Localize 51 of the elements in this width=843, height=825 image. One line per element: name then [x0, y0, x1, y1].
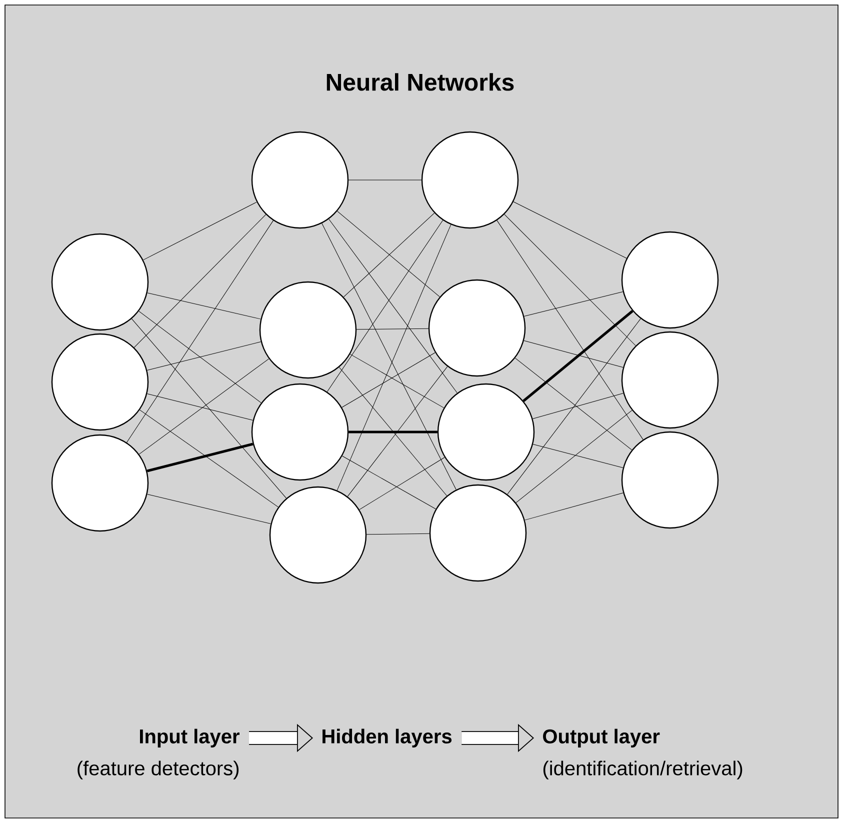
connection-line: [138, 358, 270, 454]
connection-line: [348, 430, 438, 434]
connection-line: [146, 342, 262, 370]
neuron-circle: [621, 331, 719, 429]
neuron-circle: [251, 383, 349, 481]
connection-line: [322, 223, 456, 490]
neuron-circle: [251, 131, 349, 229]
connection-line: [516, 410, 632, 503]
connection-line: [524, 492, 624, 520]
connection-line: [146, 394, 254, 420]
connection-line: [342, 352, 436, 408]
connection-line: [138, 310, 262, 404]
neuron-circle: [421, 131, 519, 229]
connection-line: [134, 214, 266, 348]
connection-line: [350, 354, 444, 408]
connection-line: [342, 456, 436, 510]
neuron-circle: [429, 484, 527, 582]
layer-label: Input layer (feature detectors): [78, 728, 240, 780]
neuron-circle: [259, 281, 357, 379]
connection-line: [146, 442, 254, 472]
neuron-circle: [269, 486, 367, 584]
neuron-circle: [51, 233, 149, 331]
neuron-circle: [51, 434, 149, 532]
connection-line: [147, 494, 271, 524]
connection-line: [140, 410, 278, 508]
connection-line: [532, 392, 624, 420]
connection-line: [496, 220, 644, 440]
connection-line: [513, 201, 627, 258]
layer-label: Hidden layers: [322, 728, 452, 748]
neuron-circle: [621, 231, 719, 329]
neuron-circle: [437, 383, 535, 481]
title: Neural Networks: [326, 73, 514, 91]
neuron-circle: [51, 333, 149, 431]
connection-line: [522, 310, 634, 402]
connection-line: [507, 318, 641, 495]
neuron-circle: [428, 279, 526, 377]
connection-line: [366, 533, 430, 535]
connection-line: [524, 340, 624, 368]
layer-label: Output layer (identification/retrieval): [543, 728, 742, 780]
connection-line: [514, 358, 632, 450]
connection-line: [504, 214, 636, 346]
connection-line: [356, 328, 429, 330]
connection-line: [147, 292, 261, 320]
connection-line: [524, 291, 624, 317]
connection-line: [336, 224, 452, 491]
connection-line: [143, 202, 257, 260]
connection-line: [359, 457, 445, 510]
connection-line: [532, 444, 624, 468]
connection-line: [131, 318, 287, 498]
neuron-circle: [621, 431, 719, 529]
connection-line: [126, 220, 274, 443]
